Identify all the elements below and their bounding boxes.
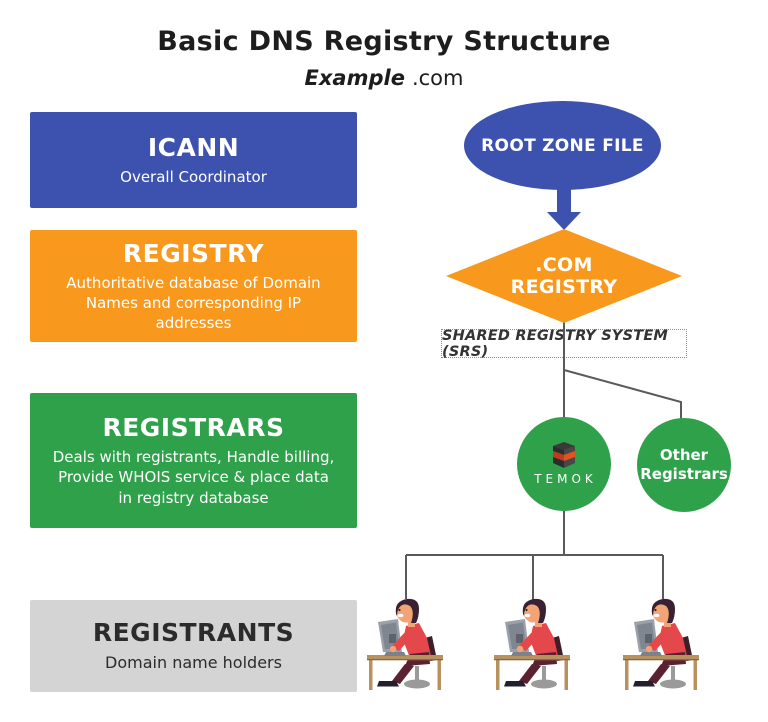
temok-logo-icon <box>553 442 575 468</box>
registrants-description: Domain name holders <box>105 653 282 673</box>
registrant-person-illustration <box>366 598 448 692</box>
registrars-title: REGISTRARS <box>102 413 285 443</box>
other-registrars-line2: Registrars <box>640 465 728 483</box>
other-registrars-line1: Other <box>659 446 709 465</box>
com-registry-line1: .COM <box>535 253 593 276</box>
down-arrow-icon <box>547 188 581 230</box>
registry-box: REGISTRY Authoritative database of Domai… <box>30 230 357 342</box>
other-registrars-node: Other Registrars <box>637 418 731 512</box>
icann-description: Overall Coordinator <box>120 167 267 186</box>
temok-registrar-node: TEMOK <box>517 417 611 511</box>
registrant-person-illustration <box>493 598 575 692</box>
subtitle-suffix: .com <box>411 66 464 90</box>
com-registry-line2: REGISTRY <box>510 276 618 298</box>
com-registry-diamond: .COM REGISTRY <box>446 229 682 323</box>
icann-box: ICANN Overall Coordinator <box>30 112 357 208</box>
registrars-description: Deals with registrants, Handle billing, … <box>52 448 335 507</box>
root-zone-file-node: ROOT ZONE FILE <box>464 101 661 190</box>
icann-title: ICANN <box>147 132 240 162</box>
shared-registry-system-label: SHARED REGISTRY SYSTEM (SRS) <box>441 328 687 360</box>
registrants-box: REGISTRANTS Domain name holders <box>30 600 357 692</box>
page-title: Basic DNS Registry Structure <box>157 26 611 57</box>
registrants-title: REGISTRANTS <box>92 618 295 648</box>
registry-description: Authoritative database of Domain Names a… <box>66 273 321 333</box>
registrars-box: REGISTRARS Deals with registrants, Handl… <box>30 393 357 528</box>
registrant-person-illustration <box>622 598 704 692</box>
registry-title: REGISTRY <box>122 238 265 268</box>
temok-brand-label: TEMOK <box>534 472 597 486</box>
subtitle-brand: Example <box>304 66 405 90</box>
page-subtitle: Example.com <box>0 66 768 90</box>
line-branch-to-other-registrars <box>563 369 682 419</box>
